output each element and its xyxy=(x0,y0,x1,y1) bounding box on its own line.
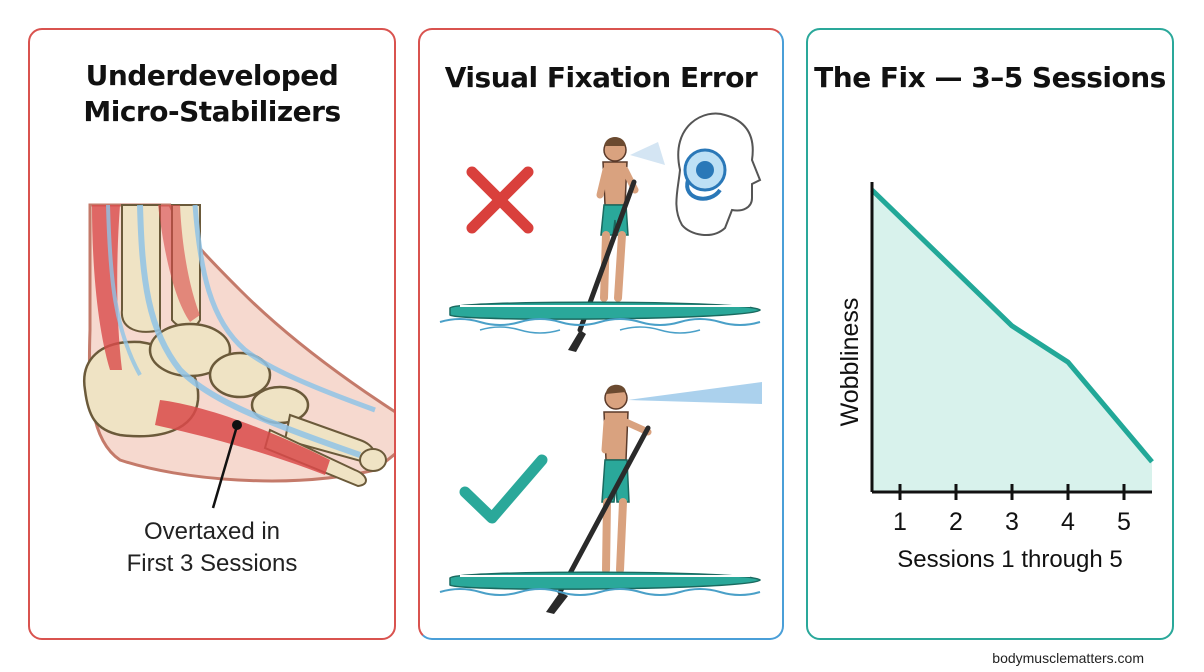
callout-label: Overtaxed in First 3 Sessions xyxy=(30,516,394,580)
checkmark-icon xyxy=(459,454,548,524)
callout-line-2: First 3 Sessions xyxy=(126,550,298,577)
paddler-looking-ahead xyxy=(439,382,762,614)
x-tick-label-1: 1 xyxy=(893,508,907,536)
paddler-looking-down xyxy=(439,137,762,352)
x-mark-icon xyxy=(466,166,534,234)
panel-the-fix: The Fix — 3–5 Sessions 1 2 3 4 5 Wobbliness … xyxy=(806,28,1174,640)
x-axis-label: Sessions 1 through 5 xyxy=(897,546,1122,573)
series-line xyxy=(870,188,1154,464)
y-axis-label: Wobbliness xyxy=(836,298,864,427)
x-tick-label-4: 4 xyxy=(1061,508,1075,536)
foot-anatomy-illustration xyxy=(82,203,394,509)
paddleboard-illustration xyxy=(439,112,762,614)
panel-title-line-1: Underdeveloped xyxy=(85,59,339,92)
x-tick-label-2: 2 xyxy=(949,508,963,536)
source-footer: bodymusclematters.com xyxy=(992,650,1144,666)
inner-ear-icon xyxy=(675,112,762,236)
panel-title: Visual Fixation Error xyxy=(444,61,758,94)
callout-line-1: Overtaxed in xyxy=(143,518,281,545)
panel-title: The Fix — 3–5 Sessions xyxy=(814,61,1166,94)
x-tick-label-3: 3 xyxy=(1005,508,1019,536)
wobbliness-chart: 1 2 3 4 5 Wobbliness Sessions 1 through 5 xyxy=(836,182,1154,573)
x-tick-label-5: 5 xyxy=(1117,508,1131,536)
area-fill xyxy=(872,190,1152,492)
panel-visual-fixation: Visual Fixation Error xyxy=(418,28,784,640)
panel-title-line-2: Micro-Stabilizers xyxy=(83,95,341,128)
panel-micro-stabilizers: Underdeveloped Micro-Stabilizers xyxy=(28,28,396,640)
